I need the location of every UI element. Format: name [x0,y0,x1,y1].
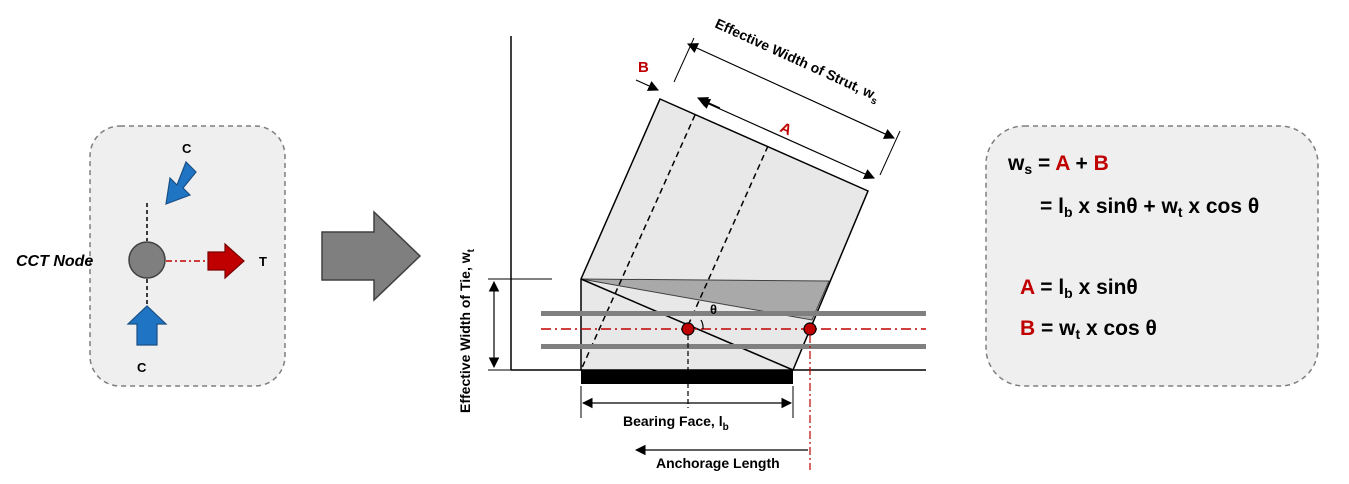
bearing-plate [581,370,793,384]
rebar-bottom [541,344,926,349]
node-circle [128,241,166,279]
label-c-bottom: C [137,360,147,375]
tie-width-label: Effective Width of Tie, wt [457,248,477,413]
bearing-label: Bearing Face, lb [623,413,729,433]
label-c-top: C [182,141,192,156]
label-t: T [259,254,267,269]
strut-ext-right [879,130,901,176]
right-arrow-icon [321,210,422,302]
formula-ws: ws = A + B [1008,152,1109,177]
theta-arc [700,319,704,330]
formula-ws-expanded: = lb x sinθ + wt x cos θ [1040,195,1260,220]
anchorage-label: Anchorage Length [656,455,780,471]
compression-arrow-top-icon [165,160,197,205]
a-dimension [699,99,875,179]
strut-ext-left [673,37,695,83]
node-title: CCT Node [16,253,93,270]
b-arrow-right [697,97,721,109]
node-point-2 [803,322,817,336]
formula-b: B = wt x cos θ [1020,317,1157,342]
rebar-top [541,311,926,316]
node-triangle [580,278,830,321]
node-point-1 [681,322,695,336]
b-label: B [638,59,649,76]
b-arrow-left [635,79,659,91]
compression-arrow-bottom-icon [126,305,168,346]
strut-centerline-1 [580,114,696,371]
formula-panel [985,125,1319,387]
theta-label: θ [710,302,717,317]
formula-a: A = lb x sinθ [1020,276,1138,301]
tension-arrow-icon [207,242,245,280]
